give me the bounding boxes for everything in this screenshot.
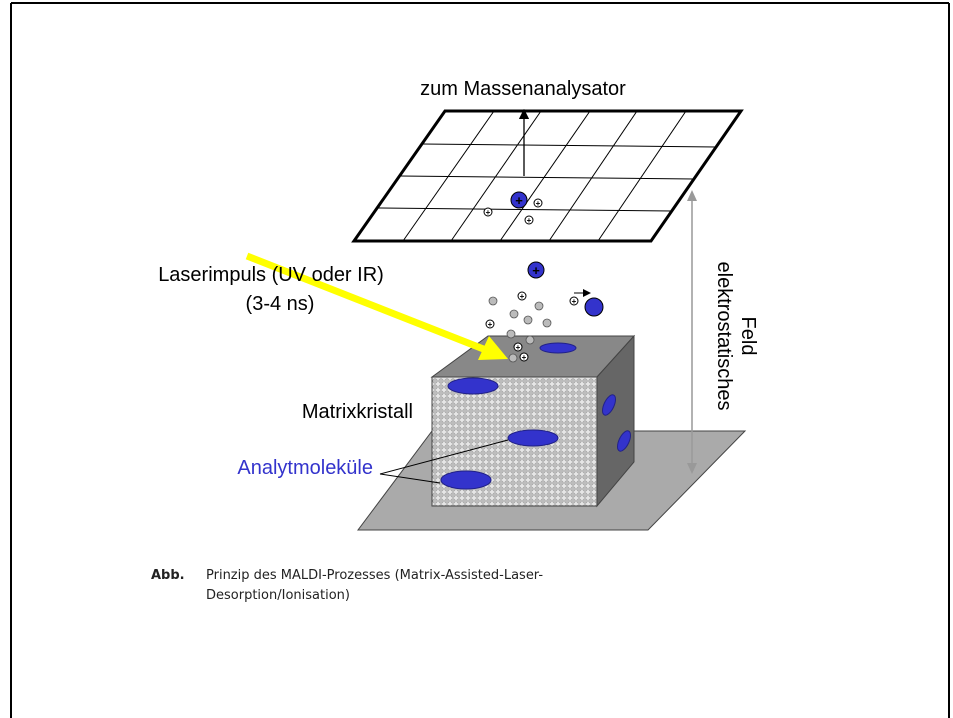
- svg-text:+: +: [516, 343, 521, 352]
- svg-text:+: +: [536, 199, 541, 208]
- analyte-molecule-neutral: [584, 297, 604, 317]
- svg-text:+: +: [515, 193, 523, 208]
- matrix-crystal-label: Matrixkristall: [302, 401, 413, 423]
- matrix-particles: [488, 296, 552, 363]
- svg-text:+: +: [572, 297, 577, 306]
- ion-large-grid: +: [510, 191, 528, 209]
- svg-text:+: +: [527, 216, 532, 225]
- ion-small: +: [533, 198, 543, 208]
- analyte-ellipse-front-2: [507, 429, 559, 447]
- ion-small: +: [569, 296, 579, 306]
- ion-small: +: [517, 291, 527, 301]
- slide-border: [10, 2, 950, 718]
- analyte-molecules-label: Analytmoleküle: [237, 457, 373, 479]
- detector-grid: [351, 109, 744, 243]
- analyte-ellipse-top: [539, 342, 577, 354]
- laser-label-line2: (3-4 ns): [246, 293, 315, 315]
- svg-text:+: +: [522, 353, 527, 362]
- ion-small: +: [519, 352, 529, 362]
- analyte-ellipse-side-2: [617, 430, 631, 452]
- ion-large-plume: +: [527, 261, 545, 279]
- electrostatic-field-arrow: [687, 190, 697, 474]
- analyte-ellipse-front-3: [440, 470, 492, 490]
- analyte-leader-line: [379, 439, 509, 475]
- field-label-line1: elektrostatisches: [713, 262, 735, 411]
- laser-label-line1: Laserimpuls (UV oder IR): [158, 264, 384, 286]
- analyte-ellipse-side-1: [602, 394, 616, 416]
- ion-small: +: [485, 319, 495, 329]
- mass-analyzer-label: zum Massenanalysator: [420, 78, 626, 100]
- svg-text:+: +: [520, 292, 525, 301]
- svg-text:+: +: [488, 320, 493, 329]
- field-label-line2: Feld: [737, 317, 759, 356]
- svg-text:+: +: [486, 208, 491, 217]
- caption-text: Prinzip des MALDI-Prozesses (Matrix-Assi…: [206, 568, 544, 603]
- laser-beam: [245, 252, 508, 360]
- analyte-leader-line: [379, 473, 441, 484]
- analyte-ellipse-front-1: [447, 377, 499, 395]
- ion-small: +: [513, 342, 523, 352]
- svg-text:+: +: [532, 263, 540, 278]
- caption-abbr: Abb.: [151, 568, 185, 583]
- ion-small: +: [483, 207, 493, 217]
- ion-small: +: [524, 215, 534, 225]
